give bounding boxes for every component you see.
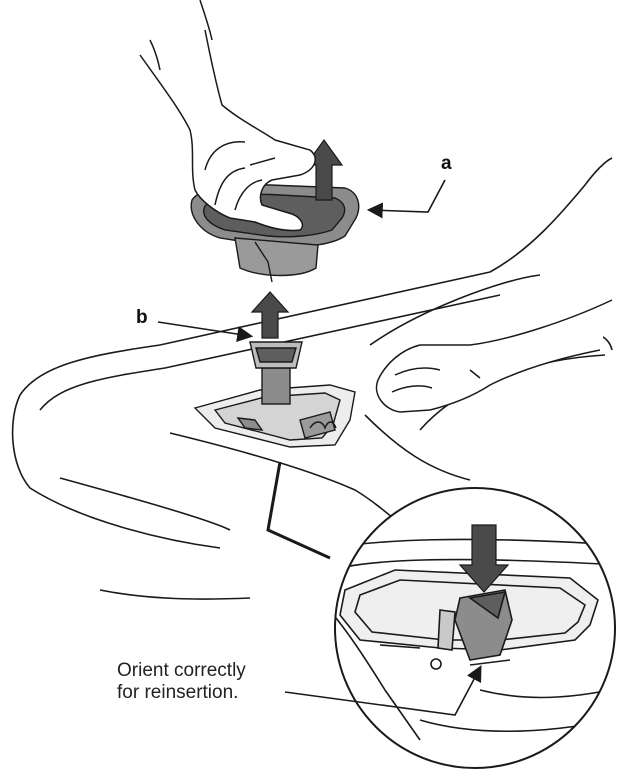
instruction-note-line-2: for reinsertion.	[117, 682, 239, 703]
leader-arrow-icon	[284, 665, 482, 716]
callout-label-b: b	[136, 307, 148, 328]
up-arrow-icon	[250, 291, 290, 339]
cover-panel	[11, 157, 613, 600]
down-arrow-icon	[458, 524, 510, 593]
latch-base	[193, 384, 356, 448]
plunger-part-b	[249, 341, 303, 405]
hand-icon	[139, 0, 316, 232]
instruction-note: Orient correctly for reinsertion.	[117, 660, 246, 704]
detail-inset	[334, 487, 616, 769]
connector-rod	[266, 461, 331, 560]
leader-arrow-icon	[366, 179, 446, 219]
hand-icon	[375, 299, 613, 413]
instruction-note-line-1: Orient correctly	[117, 660, 246, 681]
callout-label-a: a	[441, 153, 452, 174]
leader-arrow-icon	[157, 321, 254, 342]
